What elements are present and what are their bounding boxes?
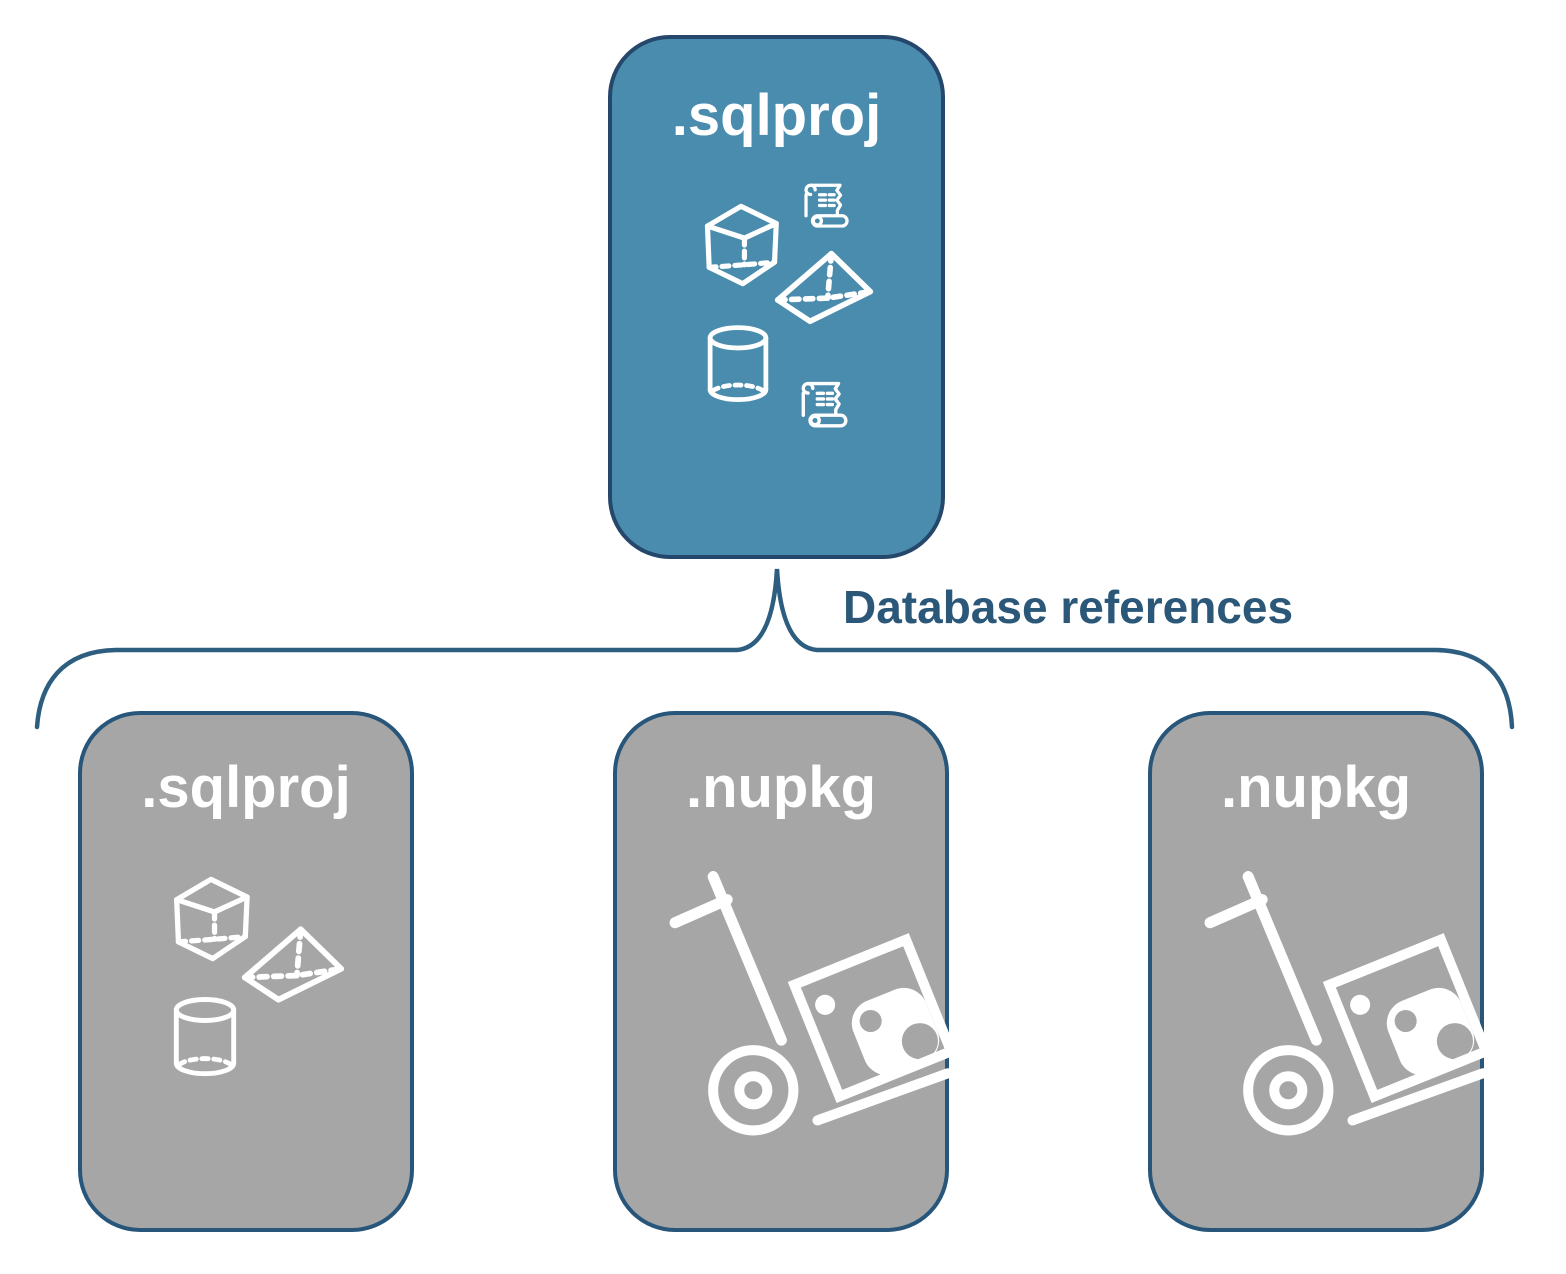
script-scroll-icon [796, 375, 852, 433]
script-scroll-icon [799, 177, 853, 233]
root-card-sqlproj: .sqlproj [608, 35, 945, 559]
pyramid-icon [770, 249, 878, 325]
database-cylinder-icon [170, 995, 240, 1081]
root-card-label: .sqlproj [671, 83, 882, 148]
child-card-label: .nupkg [685, 755, 877, 820]
child-card-label: .sqlproj [141, 755, 351, 820]
child-card-sqlproj: .sqlproj [78, 711, 414, 1232]
connector-label: Database references [843, 581, 1294, 633]
nuget-package-dolly-icon [1202, 867, 1498, 1139]
pyramid-icon [240, 923, 346, 1005]
child-card-nupkg-1: .nupkg [613, 711, 949, 1232]
child-card-nupkg-2: .nupkg [1148, 711, 1484, 1232]
child-card-label: .nupkg [1220, 755, 1412, 820]
nuget-package-dolly-icon [667, 867, 963, 1139]
database-cylinder-icon [704, 323, 772, 407]
